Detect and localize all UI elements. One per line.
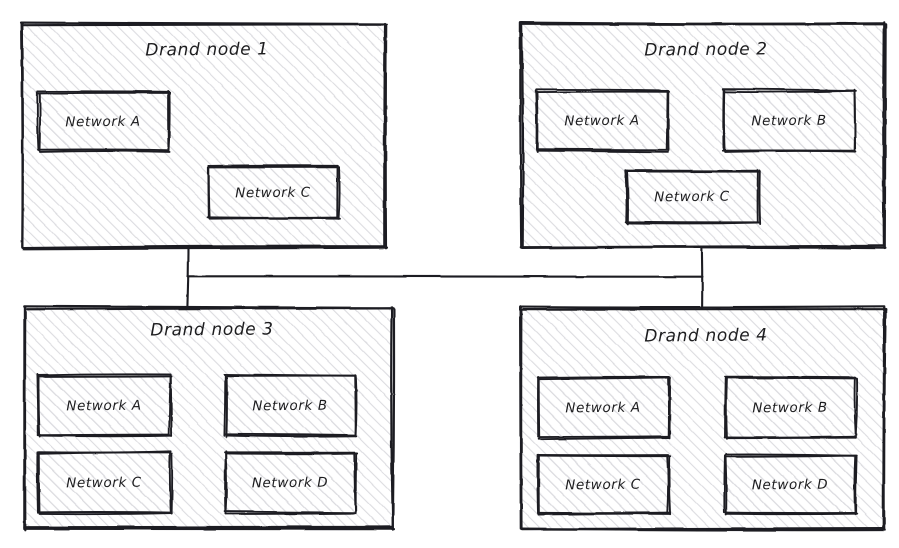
node-2-network-b-fill <box>723 90 854 150</box>
node-2-network-b-edge-top <box>721 88 855 92</box>
node-1-edge-bottom <box>21 245 386 250</box>
node-4-network-d-edge-left <box>724 455 728 516</box>
node-4-network-a-edge-bottom <box>537 436 670 441</box>
node-1-network-a-edge-bottom <box>37 148 169 152</box>
node-3-network-c-edge-top <box>39 451 172 455</box>
node-4-network-a-edge-top <box>538 376 671 381</box>
node-4-network-b-fill <box>725 377 855 437</box>
node-4-network-b-edge-top <box>725 376 858 380</box>
node-2-edge-left <box>520 23 525 249</box>
node-4-network-c-edge-right <box>668 455 672 516</box>
node-4-network-a-edge-right <box>668 377 672 439</box>
node-4-network-a-fill <box>538 377 668 437</box>
node-1-edge-top <box>22 23 388 27</box>
node-3-network-d-fill <box>225 452 355 512</box>
node-1-edge-left <box>21 23 24 249</box>
node-3-network-c-edge-right <box>168 451 172 513</box>
node-4-network-d-fill <box>725 455 855 513</box>
node-2-network-c-edge-left <box>624 169 628 223</box>
node-2-network-a-fill <box>536 90 667 150</box>
connector-node1-down <box>186 246 190 309</box>
node-1-network-a-edge-left <box>36 90 40 151</box>
node-3-network-a-edge-left <box>37 374 41 438</box>
node-2-network-b-edge-right <box>853 90 857 153</box>
node-3-network-d-edge-left <box>224 451 228 515</box>
node-2-network-b-edge-top <box>724 89 857 93</box>
node-3-network-c-edge-left <box>37 452 41 515</box>
node-2-network-b-edge-left <box>722 89 726 153</box>
node-1-network-a-edge-right <box>167 91 171 153</box>
node-2-edge-right <box>882 21 886 248</box>
node-4-edge-right <box>883 308 887 531</box>
node-2-network-c-edge-left <box>626 169 629 225</box>
node-4-network-a-edge-bottom <box>537 435 670 439</box>
node-4-network-c-edge-bottom <box>537 512 671 516</box>
node-3-edge-right <box>391 307 396 531</box>
node-2-network-a-edge-bottom <box>535 149 670 153</box>
node-1-network-a-edge-bottom <box>39 150 171 153</box>
node-3-network-c-edge-bottom <box>38 512 173 516</box>
node-3-network-a-edge-bottom <box>38 434 173 438</box>
node-4-network-c-edge-right <box>666 454 670 515</box>
node-2-network-c-fill <box>626 170 758 222</box>
node-3-network-b-edge-left <box>225 375 228 438</box>
node-1-network-c-fill <box>208 166 338 218</box>
node-1-network-a-edge-left <box>38 92 42 152</box>
node-3-network-c-edge-left <box>36 451 39 514</box>
node-3-network-b-edge-bottom <box>224 433 356 437</box>
node-4-network-b-edge-bottom <box>726 436 857 440</box>
node-3-edge-top <box>26 306 395 311</box>
node-4-network-b-edge-left <box>725 377 728 440</box>
node-2-edge-right <box>883 23 887 250</box>
node-2-edge-left <box>519 21 523 249</box>
node-4-network-d-edge-top <box>725 454 858 458</box>
node-2-network-c-edge-right <box>758 169 762 226</box>
node-1-edge-right <box>383 22 387 249</box>
node-3-network-b-edge-left <box>223 374 227 437</box>
node-4-network-c-edge-top <box>538 454 672 458</box>
node-1-network-a-edge-top <box>37 91 171 95</box>
node-4-network-d-edge-bottom <box>725 512 858 516</box>
node-1-network-c-edge-left <box>207 165 211 220</box>
node-2-network-a-edge-top <box>535 88 669 92</box>
node-2-network-b-edge-bottom <box>723 149 857 153</box>
node-1-edge-bottom <box>22 246 389 251</box>
node-2-edge-bottom <box>520 246 887 250</box>
node-3-network-a-fill <box>38 375 170 435</box>
node-1-network-c-edge-top <box>207 164 339 167</box>
node-3-network-b-fill <box>225 375 355 435</box>
node-3-edge-bottom <box>25 527 396 531</box>
node-3-network-d-edge-top <box>225 452 359 455</box>
node-4-network-b-edge-left <box>724 376 727 439</box>
node-3-network-c-edge-bottom <box>37 511 172 514</box>
node-4-network-b-edge-top <box>724 375 856 379</box>
node-4-network-d-edge-right <box>854 455 858 516</box>
node-3-network-a-edge-top <box>36 373 172 377</box>
node-3-network-c-fill <box>38 452 170 512</box>
node-3-network-b-edge-right <box>354 375 358 438</box>
node-3-network-c-edge-right <box>170 452 174 515</box>
node-1-network-a-fill <box>38 92 168 150</box>
node-4-network-a-edge-left <box>537 377 541 439</box>
node-2-network-a-edge-bottom <box>535 148 669 151</box>
node-4-edge-top <box>520 305 886 309</box>
node-3-network-a-edge-right <box>169 375 173 437</box>
node-4-network-b-edge-right <box>854 377 859 439</box>
node-1-network-c-edge-right <box>337 165 341 220</box>
node-4-network-d-edge-left <box>723 454 726 514</box>
node-3-network-d-edge-bottom <box>224 512 357 515</box>
node-4-network-c-fill <box>538 455 668 513</box>
node-4-edge-bottom <box>520 527 886 532</box>
node-2-network-c-edge-bottom <box>625 221 761 225</box>
node-3-network-b-edge-bottom <box>225 434 358 438</box>
